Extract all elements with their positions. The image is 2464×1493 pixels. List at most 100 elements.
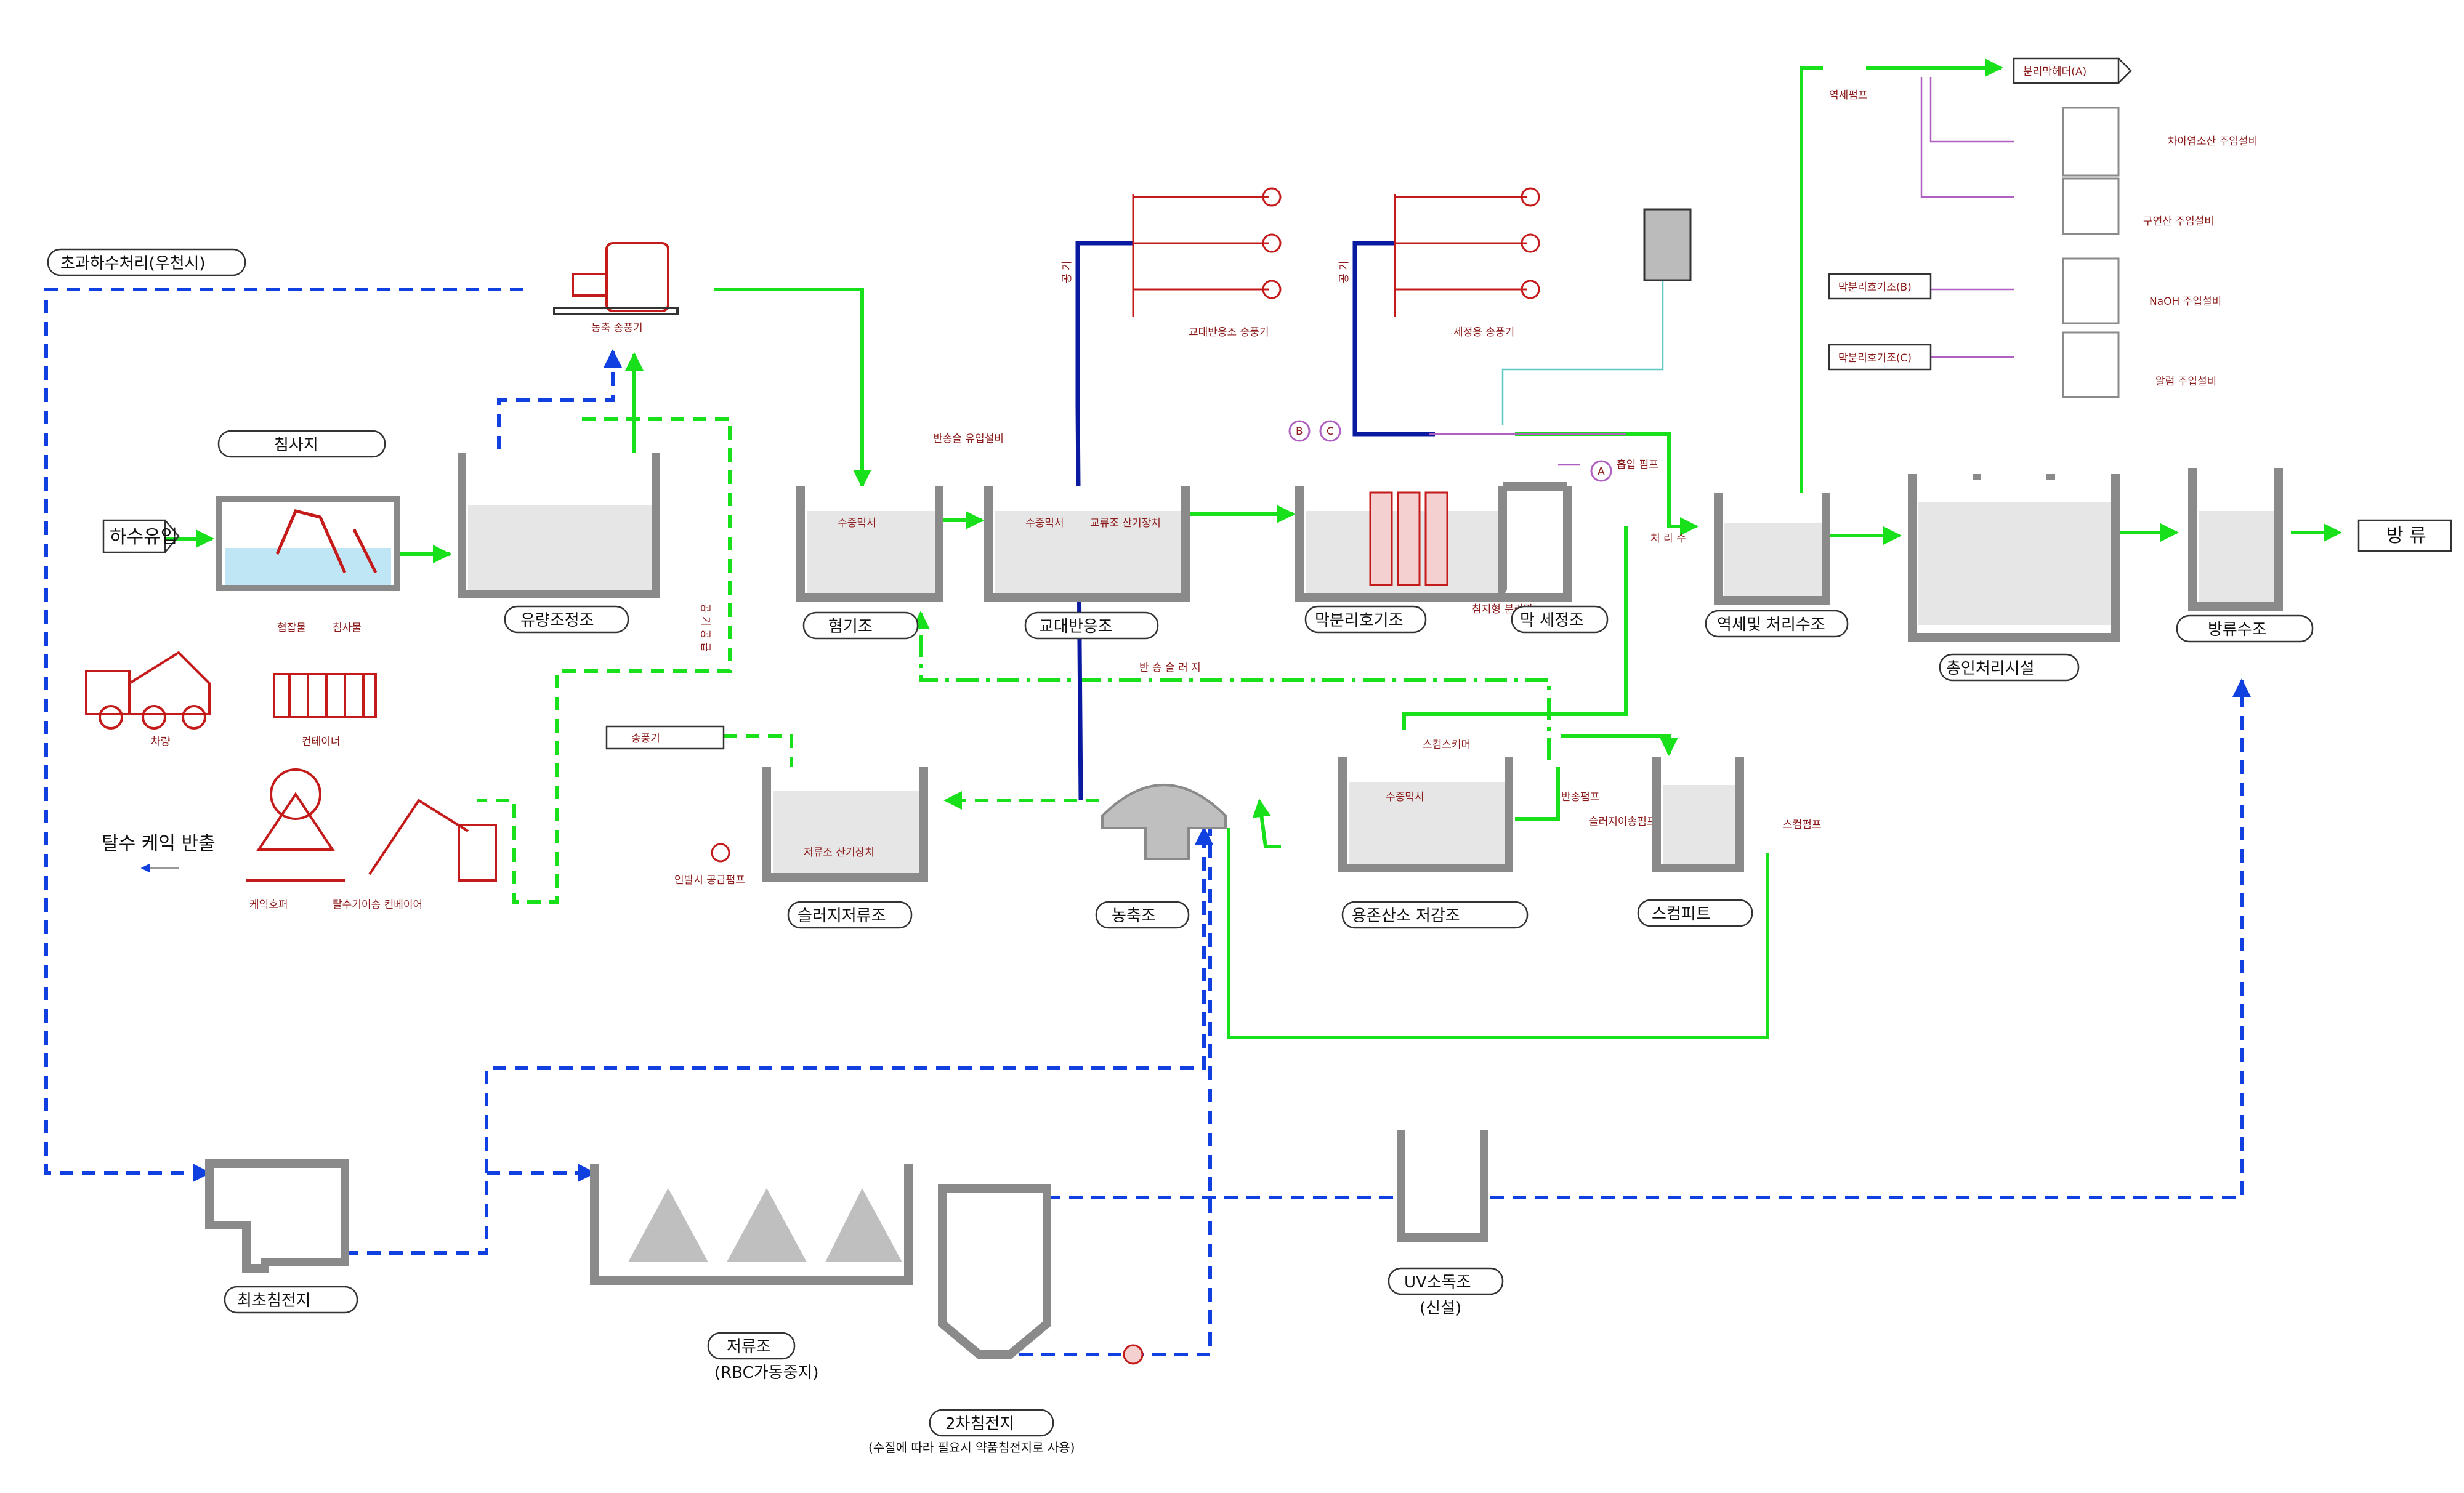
grit-to-blower-line [497,349,622,449]
scum-pump-label: 스컴펌프 [1783,819,1822,831]
odor-blower-label: 농축 송풍기 [591,322,643,334]
discharge-label: 방 류 [2386,525,2426,547]
membrane-module [1369,491,1448,586]
hypochlorite-label: 차아염소산 주입설비 [2168,135,2258,148]
sludge-storage-label: 슬러지저류조 [798,907,886,925]
primary-tag [224,1286,358,1314]
alternating-water [995,511,1181,593]
clarifier-pump-line [1019,828,1212,1356]
sludge-pump-icon [711,843,730,863]
primary-clarifier [205,1159,349,1273]
alt-air-line [1075,241,1133,801]
tp-label: 총인처리시설 [1946,659,2035,678]
cake-hopper-icon [246,768,345,882]
citric-label: 구연산 주입설비 [2143,215,2214,228]
grit-chamber-label: 침사지 [274,436,318,454]
marker-a [1590,460,1612,482]
suction-pump-label: 흡입 펌프 [1617,459,1658,471]
storage-note: (RBC가동중지) [714,1364,819,1382]
sewage-inflow-tag [102,519,166,553]
secondary-tag [929,1409,1054,1437]
eq-air-line [477,417,732,904]
sludge-pump-label: 인발시 공급펌프 [674,874,745,887]
screw-conveyor-label: 탈수기이송 컨베이어 [333,899,422,911]
grit-conveyor-label: 협잡물 [277,622,306,634]
equalization-air-label: 공 기 공 급 [699,603,711,652]
do-pump-line [1515,767,1560,821]
thickener-label: 농축조 [1112,907,1156,925]
storage-label: 저류조 [727,1338,771,1356]
grit-equipment [275,509,378,574]
secondary-clarifier [938,1184,1051,1359]
header-a-tag [2013,57,2120,84]
storage-to-thickener-line [485,826,1213,1173]
do-water [1349,782,1505,864]
membrane-blower-group [1394,187,1540,317]
aeration-mixer-label: 수중믹서 [838,517,876,529]
sludge-storage-tag [787,901,913,929]
do-to-sump-line [1561,734,1678,756]
thickener-icon [1101,784,1227,860]
effluent-label: 방류수조 [2208,621,2267,639]
backwash-water [1724,523,1822,596]
cake-hopper-label: 케익호퍼 [249,899,288,911]
sump-tag [1637,899,1753,927]
sump-return-line [1227,828,1769,1039]
alum-label: 알럼 주입설비 [2155,376,2216,388]
header-a-label: 분리막헤더(A) [2023,66,2086,78]
overflow-tag [47,248,246,276]
alternating-label: 교대반응조 [1039,618,1113,636]
alt-blower-group [1132,187,1282,317]
do-label: 용존산소 저감조 [1352,907,1460,925]
storage-tank-icon [590,1164,913,1285]
blower-tag [605,725,725,750]
clarifier-pump-icon [1123,1344,1144,1365]
sludge-storage-water [773,791,919,873]
chemical-tanks [2062,107,2120,398]
effluent-tag [2176,614,2314,643]
alternating-tag [1024,611,1159,640]
do-to-thickener-line [1252,799,1281,848]
thickener-tag [1095,901,1190,929]
aeration-label: 혐기조 [828,618,873,636]
uv-note: (신설) [1420,1299,1461,1318]
marker-b [1288,420,1311,442]
storage-tag [707,1332,796,1360]
sump-label: 스컴피트 [1652,905,1711,924]
sump-water [1663,785,1735,864]
chem-line-a [1920,77,2014,198]
uv-label: UV소독조 [1404,1273,1471,1292]
blower-label: 송풍기 [631,733,660,745]
cleaning-tank [1503,486,1572,602]
cleaning-tag [1511,605,1609,634]
equalization-label: 유량조정조 [520,611,594,630]
truck-label: 차량 [151,736,171,748]
odor-blower-icon [553,242,679,315]
backwash-tag [1705,610,1849,638]
marker-b-label: B [1296,425,1303,438]
grit-water [225,548,391,585]
backwash-pump-riser [1800,66,1823,529]
marker-a-label: A [1598,465,1605,478]
header-c-label: 막분리호기조(C) [1838,352,1912,364]
discharge-tag [2357,519,2452,552]
primary-to-storage-line [345,1164,596,1255]
treated-water-label: 처 리 수 [1650,533,1686,545]
blower-air-line [724,734,793,862]
overflow-label: 초과하수처리(우천시) [60,254,206,273]
do-mixer-label: 수중믹서 [1386,791,1424,803]
aeration-tag [802,611,919,640]
secondary-note: (수질에 따라 필요시 약품침전지로 사용) [868,1440,1075,1455]
equalization-water [468,505,652,590]
alt-air-label: 공 기 [1061,260,1073,283]
membrane-to-do-line [1402,526,1628,730]
uv-tag [1388,1267,1504,1295]
return-pump-label: 반송펌프 [1561,791,1600,803]
container-label: 컨테이너 [302,736,341,748]
cake-out-label: 탈수 케익 반출 [102,833,216,855]
effluent-water [2199,511,2274,602]
alt-mixer-label: 수중믹서 [1025,517,1064,529]
screw-conveyor-icon [368,799,497,882]
aeration-water [807,511,935,593]
header-b-tag [1828,273,1932,300]
